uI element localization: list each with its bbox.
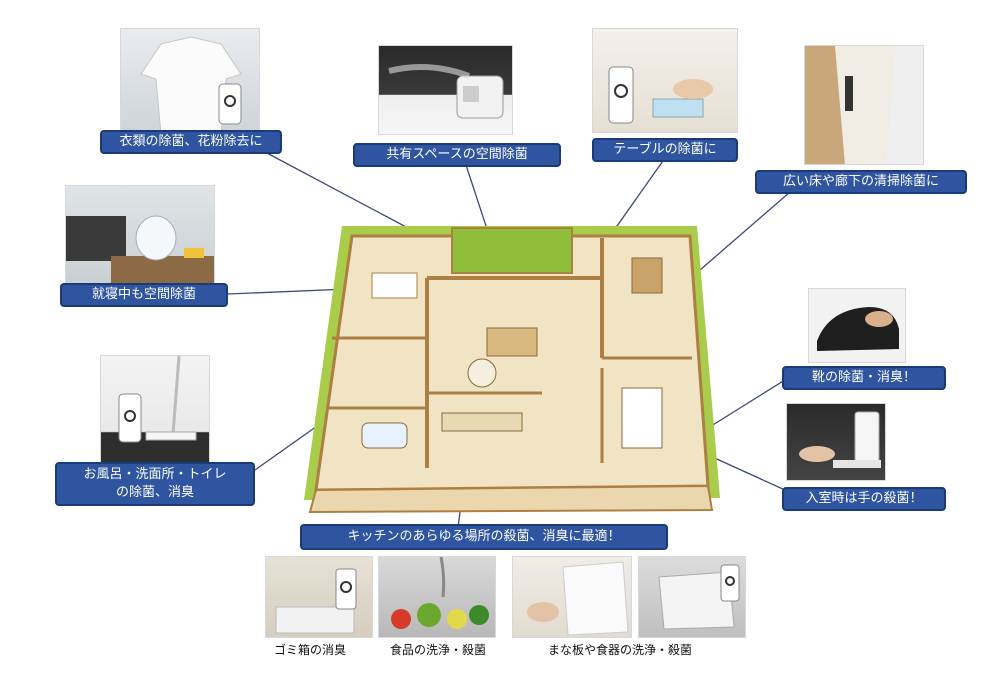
callout-kitchen: キッチンのあらゆる場所の殺菌、消臭に最適！ (300, 524, 668, 550)
photo-bath-spray-mop (100, 355, 210, 465)
callout-sleep: 就寝中も空間除菌 (60, 283, 228, 307)
callout-hands: 入室時は手の殺菌！ (782, 487, 946, 511)
photo-corridor-cleaning (804, 45, 924, 165)
callout-bath-line2: の除菌、消臭 (115, 485, 194, 500)
callout-table: テーブルの除菌に (592, 138, 738, 162)
photo-table-wipe (592, 28, 738, 133)
photo-vegetables (378, 556, 496, 638)
photo-bedroom-humidifier (65, 185, 215, 285)
callout-bath-line1: お風呂・洗面所・トイレ (83, 467, 227, 482)
floor-plan-illustration (304, 226, 720, 514)
photo-space-humidifier (378, 45, 513, 135)
callout-clothing: 衣類の除菌、花粉除去に (100, 130, 282, 154)
photo-shoe-spray (808, 288, 906, 363)
callout-shoes: 靴の除菌・消臭！ (782, 366, 946, 390)
caption-food: 食品の洗浄・殺菌 (390, 643, 487, 657)
photo-clothing-spray (120, 28, 260, 133)
caption-trash: ゴミ箱の消臭 (274, 643, 347, 657)
callout-bath: お風呂・洗面所・トイレ の除菌、消臭 (55, 462, 255, 506)
photo-trash-bin (265, 556, 373, 638)
photo-hand-sanitizer (786, 403, 886, 481)
photo-dishes-sink (638, 556, 746, 638)
photo-cutting-board (512, 556, 632, 638)
callout-floor: 広い床や廊下の清掃除菌に (755, 170, 967, 194)
callout-shared-space: 共有スペースの空間除菌 (353, 143, 561, 167)
caption-board: まな板や食器の洗浄・殺菌 (548, 643, 693, 657)
